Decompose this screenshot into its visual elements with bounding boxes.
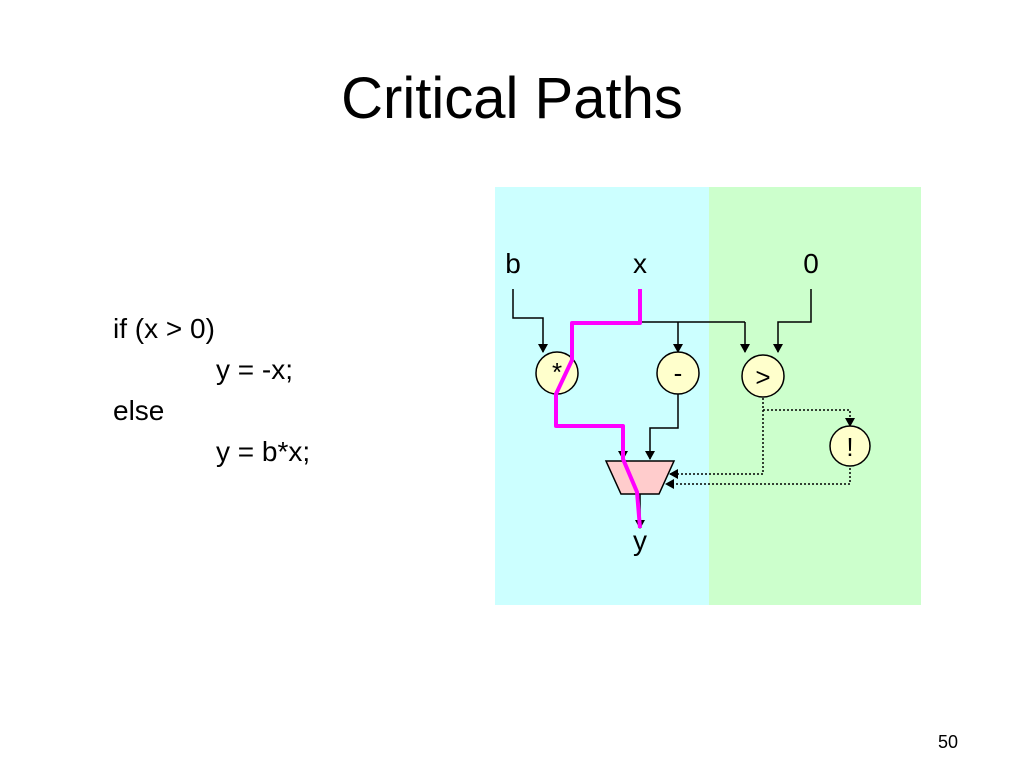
neg-label: -: [674, 358, 683, 388]
neg-node: -: [656, 351, 700, 395]
mux-shape: [604, 460, 676, 495]
critical-path: [554, 289, 642, 529]
mul-label: *: [552, 357, 562, 387]
input-b-label: b: [505, 248, 521, 279]
code-line-else-body: y = b*x;: [216, 436, 311, 467]
not-node: !: [829, 425, 871, 467]
code-line-else: else: [113, 395, 165, 426]
wire-neg-to-mux: [645, 394, 679, 460]
page-title: Critical Paths: [341, 66, 683, 131]
control-wires: [665, 394, 855, 489]
output-y-label: y: [633, 525, 647, 556]
gt-node: >: [741, 354, 785, 398]
input-x-label: x: [633, 248, 647, 279]
wire-gt-to-not: [762, 394, 855, 427]
wire-zero-to-gt: [773, 289, 812, 353]
left-region: [495, 187, 709, 605]
gt-label: >: [755, 362, 770, 392]
code-line-then: y = -x;: [216, 354, 294, 385]
wire-not-to-mux: [665, 464, 851, 489]
wire-b-to-mul: [512, 289, 548, 353]
page-number: 50: [938, 732, 959, 752]
code-line-if: if (x > 0): [113, 313, 215, 344]
right-region: [709, 187, 921, 605]
code-block: if (x > 0) y = -x; else y = b*x;: [113, 308, 310, 472]
input-zero-label: 0: [803, 248, 819, 279]
not-label: !: [846, 432, 853, 462]
wire-gt-to-mux: [669, 410, 764, 479]
